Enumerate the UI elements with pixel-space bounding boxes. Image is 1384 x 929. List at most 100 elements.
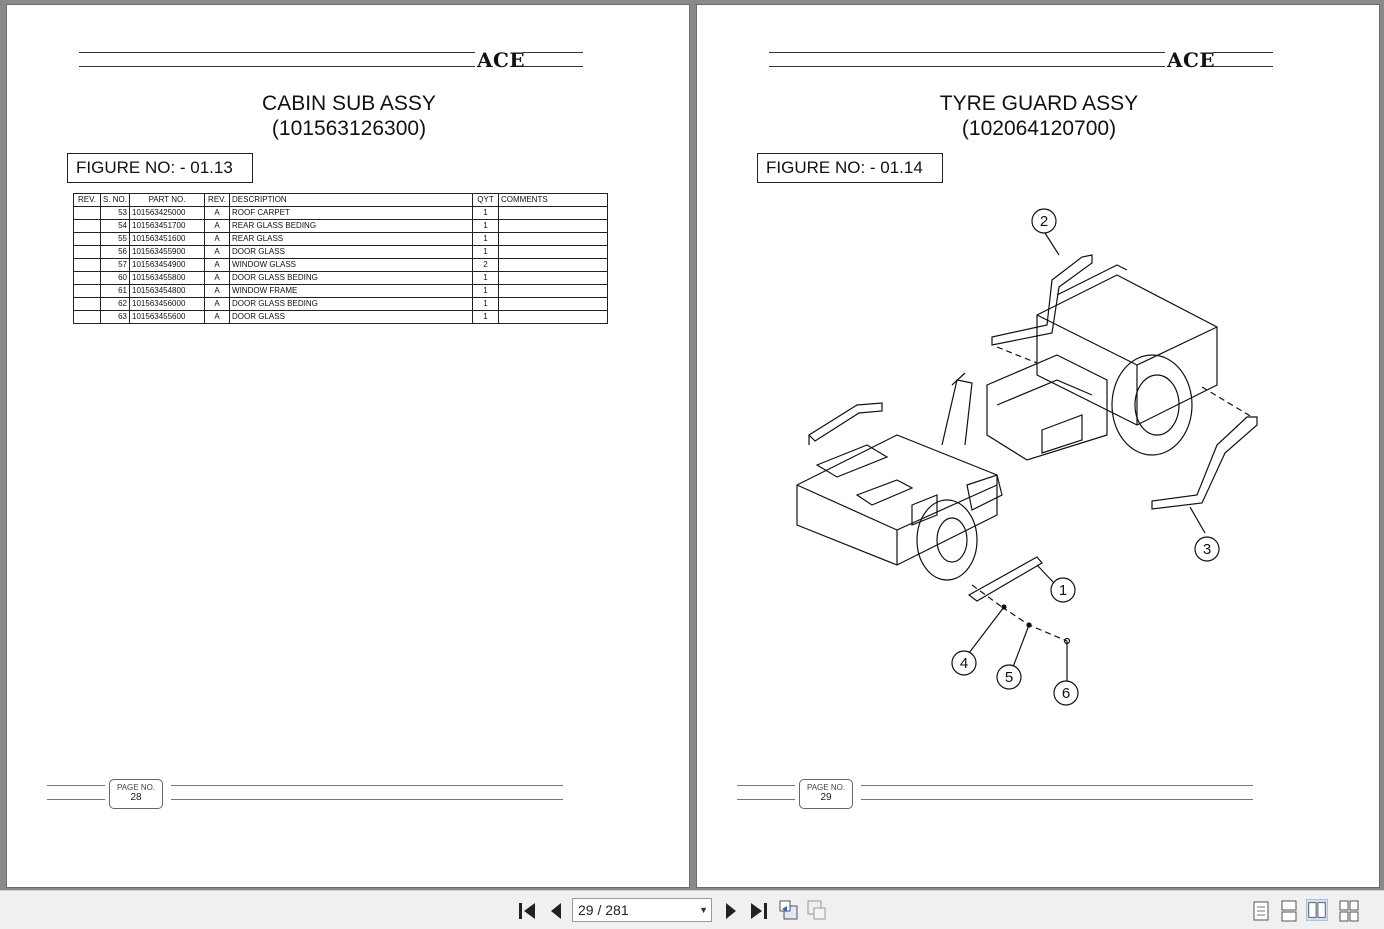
part-no-cell: 101563455600 <box>129 310 206 324</box>
part-no-cell: 101563456000 <box>129 297 206 311</box>
rev-cell: A <box>204 206 231 220</box>
rev-cell <box>73 271 101 285</box>
qty-cell: 1 <box>472 245 500 259</box>
next-view-icon[interactable] <box>806 899 828 921</box>
description-cell: WINDOW GLASS <box>229 258 474 272</box>
description-cell: DOOR GLASS <box>229 310 474 324</box>
part-number-title: (102064120700) <box>961 117 1117 140</box>
figure-number: FIGURE NO: - 01.13 <box>67 153 253 183</box>
page-number: 29 <box>820 792 832 803</box>
qty-cell: 1 <box>472 219 500 233</box>
rev-cell: A <box>204 271 231 285</box>
rev-cell <box>73 258 101 272</box>
continuous-facing-view-icon[interactable] <box>1338 900 1360 922</box>
boom-arm <box>941 379 973 446</box>
footer-rule <box>737 785 795 786</box>
sno-cell: 60 <box>99 271 131 285</box>
rev-cell <box>73 219 101 233</box>
chevron-down-icon[interactable]: ▼ <box>699 905 708 915</box>
callout-4-label: 4 <box>960 655 968 672</box>
header-rule <box>769 52 1165 53</box>
figure-number: FIGURE NO: - 01.14 <box>757 153 943 183</box>
qty-cell: 1 <box>472 206 500 220</box>
rev-cell <box>73 206 101 220</box>
comments-cell <box>498 258 609 272</box>
table-header-row: REV. S. NO. PART NO. REV. DESCRIPTION QY… <box>73 193 609 207</box>
qty-cell: 1 <box>472 271 500 285</box>
page-title: CABIN SUB ASSY <box>262 92 436 115</box>
sno-cell: 53 <box>99 206 131 220</box>
part-no-cell: 101563451700 <box>129 219 206 233</box>
front-wheel <box>916 499 978 581</box>
total-pages: 281 <box>605 902 629 918</box>
next-page-icon[interactable] <box>720 900 742 922</box>
description-cell: DOOR GLASS <box>229 245 474 259</box>
rev-cell: A <box>204 258 231 272</box>
callout-6-label: 6 <box>1062 685 1070 702</box>
prev-page-icon[interactable] <box>546 900 568 922</box>
comments-cell <box>498 206 609 220</box>
comments-cell <box>498 232 609 246</box>
last-page-icon[interactable] <box>748 900 770 922</box>
description-cell: ROOF CARPET <box>229 206 474 220</box>
callout-1 <box>1050 577 1076 603</box>
footer-rule <box>861 799 1253 800</box>
col-comments: COMMENTS <box>498 193 609 207</box>
qty-cell: 1 <box>472 284 500 298</box>
facing-pages-view-icon[interactable] <box>1306 899 1328 921</box>
parts-table: REV. S. NO. PART NO. REV. DESCRIPTION QY… <box>73 193 609 324</box>
sno-cell: 57 <box>99 258 131 272</box>
col-part-no: PART NO. <box>129 193 206 207</box>
footer-rule <box>171 799 563 800</box>
sno-cell: 55 <box>99 232 131 246</box>
description-cell: DOOR GLASS BEDING <box>229 271 474 285</box>
rev-cell: A <box>204 245 231 259</box>
callout-1-label: 1 <box>1059 582 1067 599</box>
header-rule <box>79 52 475 53</box>
callout-5-label: 5 <box>1005 669 1013 686</box>
header-rule <box>1213 52 1273 53</box>
previous-view-icon[interactable] <box>778 899 800 921</box>
rev-cell: A <box>204 297 231 311</box>
continuous-view-icon[interactable] <box>1278 900 1300 922</box>
rev-cell <box>73 297 101 311</box>
page-28: ACE CABIN SUB ASSY (101563126300) FIGURE… <box>6 4 690 888</box>
callout-5 <box>996 664 1022 690</box>
sno-cell: 56 <box>99 245 131 259</box>
footer-rule <box>737 799 795 800</box>
col-description: DESCRIPTION <box>229 193 474 207</box>
footer-rule <box>47 785 105 786</box>
first-page-icon[interactable] <box>516 900 538 922</box>
footer-rule <box>47 799 105 800</box>
callout-2 <box>1031 208 1057 234</box>
page-number-label: PAGE NO. <box>116 783 156 792</box>
rear-engine-housing <box>1036 274 1218 426</box>
part-number-title: (101563126300) <box>271 117 427 140</box>
part-no-cell: 101563455900 <box>129 245 206 259</box>
current-page: 29 <box>578 902 594 918</box>
tyre-guard-3 <box>1151 416 1258 510</box>
description-cell: WINDOW FRAME <box>229 284 474 298</box>
page-indicator: 29 / 281 <box>578 899 629 921</box>
rev-cell: A <box>204 219 231 233</box>
single-page-view-icon[interactable] <box>1250 900 1272 922</box>
page-number-box: PAGE NO. 29 <box>799 779 853 809</box>
comments-cell <box>498 219 609 233</box>
rev-cell: A <box>204 310 231 324</box>
callout-6 <box>1053 680 1079 706</box>
tyre-guard-2 <box>991 254 1093 346</box>
qty-cell: 1 <box>472 232 500 246</box>
rev-cell <box>73 232 101 246</box>
brand-logo: ACE <box>477 48 526 72</box>
header-rule <box>769 66 1165 67</box>
page-number-input[interactable]: 29 / 281 ▼ <box>572 898 712 922</box>
page-29: ACE TYRE GUARD ASSY (102064120700) FIGUR… <box>696 4 1380 888</box>
part-no-cell: 101563454800 <box>129 284 206 298</box>
rev-cell <box>73 245 101 259</box>
page-number: 28 <box>130 792 142 803</box>
header-rule <box>1213 66 1273 67</box>
